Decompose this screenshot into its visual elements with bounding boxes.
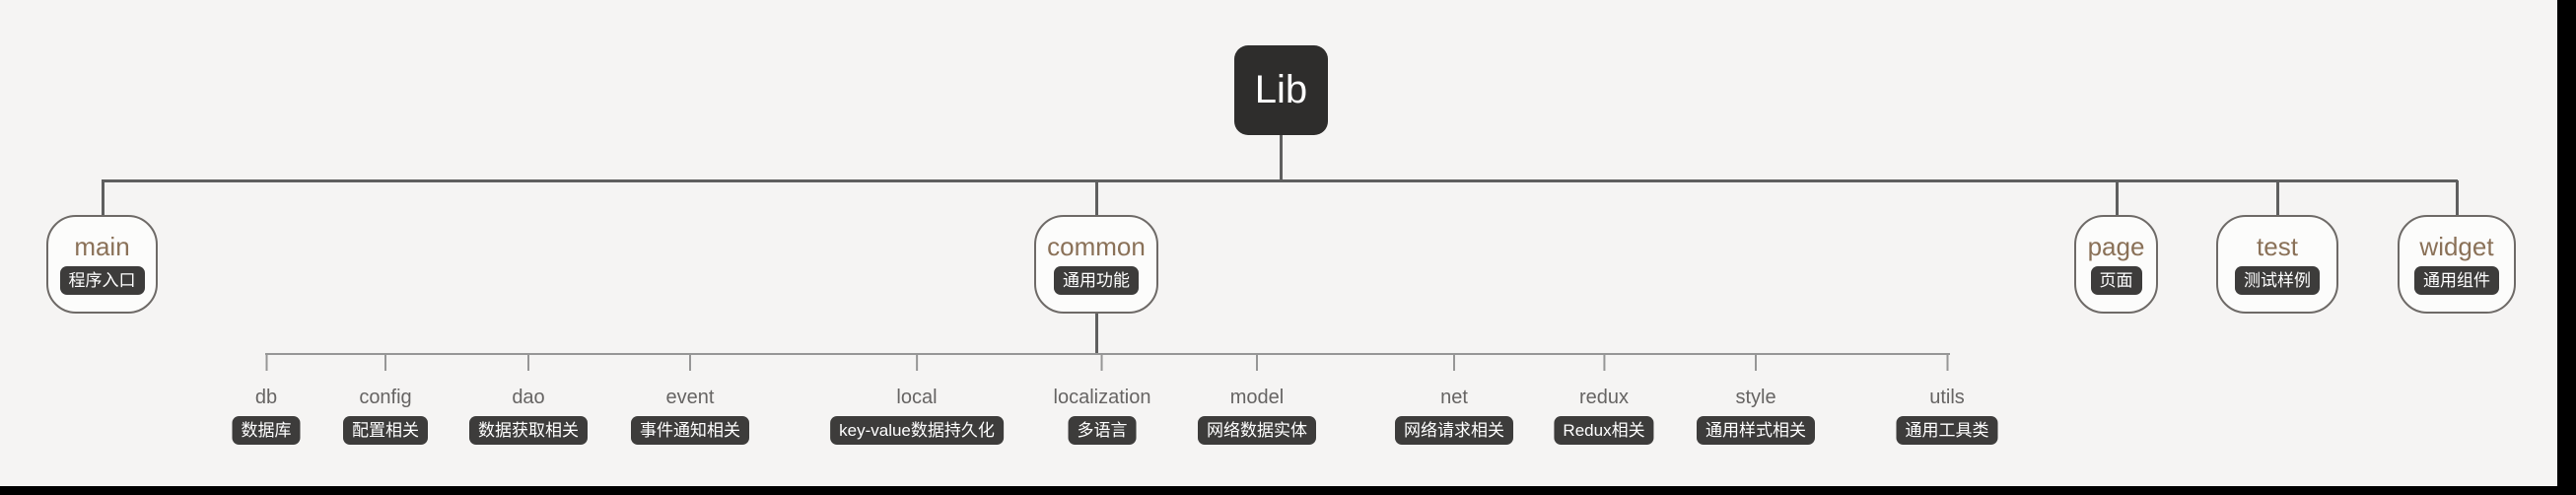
node-common[interactable]: common 通用功能 — [1034, 215, 1158, 314]
connector-tick-db — [265, 353, 267, 371]
node-root[interactable]: Lib — [1234, 45, 1328, 135]
connector-tick-local — [915, 353, 918, 371]
node-widget-label: widget — [2419, 232, 2494, 261]
node-local[interactable]: local key-value数据持久化 — [830, 353, 1004, 445]
connector-tick-style — [1755, 353, 1757, 371]
node-model-badge: 网络数据实体 — [1198, 416, 1316, 445]
node-dao-label: dao — [512, 387, 545, 408]
node-event-label: event — [665, 387, 715, 408]
node-main-label: main — [74, 232, 130, 261]
node-root-label: Lib — [1254, 68, 1308, 111]
node-net-badge: 网络请求相关 — [1395, 416, 1513, 445]
node-style[interactable]: style 通用样式相关 — [1697, 353, 1815, 445]
node-widget-badge: 通用组件 — [2414, 266, 2499, 295]
window-edge-right — [2557, 0, 2576, 495]
node-redux-badge: Redux相关 — [1554, 416, 1654, 445]
node-dao-badge: 数据获取相关 — [469, 416, 588, 445]
node-page-label: page — [2087, 232, 2145, 261]
node-common-label: common — [1047, 232, 1146, 261]
connector-tick-localization — [1100, 353, 1103, 371]
node-config-label: config — [359, 387, 412, 408]
connector-tick-event — [689, 353, 691, 371]
connector-tick-utils — [1946, 353, 1948, 371]
node-db[interactable]: db 数据库 — [232, 353, 301, 445]
node-style-label: style — [1735, 387, 1776, 408]
node-utils[interactable]: utils 通用工具类 — [1896, 353, 1998, 445]
node-test-badge: 测试样例 — [2235, 266, 2320, 295]
node-event[interactable]: event 事件通知相关 — [631, 353, 749, 445]
node-event-badge: 事件通知相关 — [631, 416, 749, 445]
node-redux[interactable]: redux Redux相关 — [1554, 353, 1654, 445]
connector-drop-test — [2276, 180, 2279, 215]
node-redux-label: redux — [1578, 387, 1630, 408]
connector-tick-config — [384, 353, 386, 371]
connector-tick-dao — [527, 353, 529, 371]
node-dao[interactable]: dao 数据获取相关 — [469, 353, 588, 445]
node-test-label: test — [2257, 232, 2298, 261]
node-model-label: model — [1229, 387, 1285, 408]
node-utils-label: utils — [1929, 387, 1965, 408]
node-db-label: db — [254, 387, 278, 408]
node-localization-badge: 多语言 — [1068, 416, 1137, 445]
node-page-badge: 页面 — [2090, 266, 2142, 295]
node-config[interactable]: config 配置相关 — [343, 353, 428, 445]
node-db-badge: 数据库 — [232, 416, 301, 445]
connector-tick-net — [1453, 353, 1455, 371]
node-utils-badge: 通用工具类 — [1896, 416, 1998, 445]
node-main-badge: 程序入口 — [59, 266, 145, 295]
node-net-label: net — [1440, 387, 1468, 408]
connector-root-drop — [1280, 135, 1283, 180]
connector-level2-rail — [102, 179, 2458, 182]
node-widget[interactable]: widget 通用组件 — [2398, 215, 2516, 314]
node-main[interactable]: main 程序入口 — [46, 215, 158, 314]
node-test[interactable]: test 测试样例 — [2216, 215, 2338, 314]
connector-common-child-drop — [1095, 314, 1098, 354]
node-model[interactable]: model 网络数据实体 — [1198, 353, 1316, 445]
node-common-badge: 通用功能 — [1054, 266, 1139, 295]
node-localization[interactable]: localization 多语言 — [1053, 353, 1151, 445]
node-config-badge: 配置相关 — [343, 416, 428, 445]
node-local-badge: key-value数据持久化 — [830, 416, 1004, 445]
window-edge-bottom — [0, 486, 2576, 495]
connector-drop-page — [2116, 180, 2119, 215]
connector-drop-common — [1095, 180, 1098, 215]
connector-tick-redux — [1602, 353, 1605, 371]
connector-drop-main — [102, 180, 104, 215]
node-local-label: local — [896, 387, 938, 408]
connector-drop-widget — [2456, 180, 2459, 215]
connector-tick-model — [1256, 353, 1258, 371]
node-net[interactable]: net 网络请求相关 — [1395, 353, 1513, 445]
node-localization-label: localization — [1053, 387, 1151, 408]
node-page[interactable]: page 页面 — [2074, 215, 2158, 314]
node-style-badge: 通用样式相关 — [1697, 416, 1815, 445]
connector-level3-rail — [265, 353, 1950, 355]
